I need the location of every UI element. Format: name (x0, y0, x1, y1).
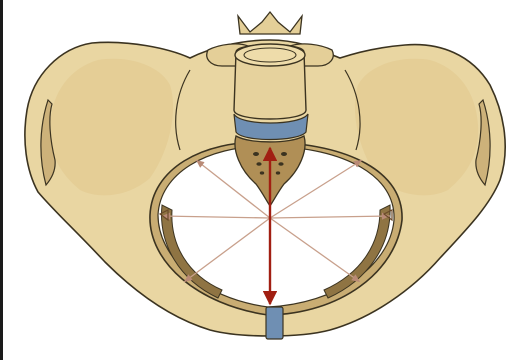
pubic-symphysis (266, 307, 283, 339)
vertebra-spinous-process (238, 12, 302, 34)
vertebral-body-top (235, 44, 305, 66)
